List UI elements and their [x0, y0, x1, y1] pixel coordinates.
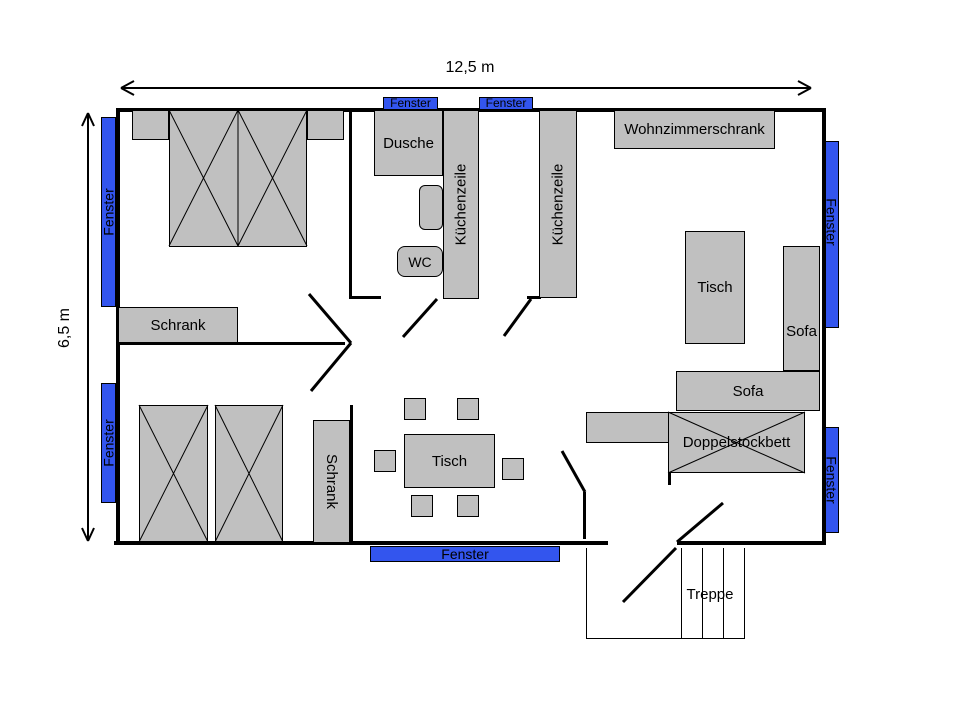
dining-table: Tisch [404, 434, 495, 488]
window-top-2: Fenster [479, 97, 533, 110]
wall-wardrobe-right [350, 405, 353, 543]
window-right-lower: Fenster [824, 427, 840, 533]
kitchen-unit-1: Küchenzeile [443, 110, 479, 299]
toilet: WC [397, 246, 443, 277]
dim-height-label: 6,5 m [56, 307, 74, 349]
living-room-cabinet: Wohnzimmerschrank [614, 110, 775, 149]
dim-width-label: 12,5 m [445, 59, 495, 76]
wall-bottom-right [677, 541, 826, 545]
bed-single-1 [139, 405, 208, 542]
sofa-vertical: Sofa [783, 246, 820, 371]
wardrobe-bottom: Schrank [313, 420, 350, 543]
window-right-upper: Fenster [824, 141, 840, 328]
stairs-label: Treppe [686, 586, 734, 603]
chair-6 [457, 495, 479, 517]
wall-right [822, 108, 826, 545]
wall-bottom-left [114, 541, 608, 545]
bunk-bed: Doppelstockbett [668, 412, 805, 473]
bed-double-nightstand-left [132, 110, 169, 140]
wall-kitchen-jamb [527, 296, 541, 299]
bed-double-nightstand-right [307, 110, 344, 140]
chair-4 [502, 458, 524, 480]
wardrobe-top: Schrank [118, 307, 238, 343]
stairs-step-line-3 [723, 548, 724, 639]
window-left-lower: Fenster [101, 383, 117, 503]
chair-5 [411, 495, 433, 517]
sofa-horizontal: Sofa [676, 371, 820, 411]
wall-bunkbed-stub [668, 473, 671, 485]
wall-bathroom-jamb [349, 296, 381, 299]
chair-2 [457, 398, 479, 420]
wall-bedroom-door [117, 342, 345, 345]
kitchen-unit-2: Küchenzeile [539, 110, 577, 298]
window-bottom: Fenster [370, 546, 560, 562]
bench [586, 412, 669, 443]
wall-bathroom-left [349, 110, 352, 299]
bed-double [169, 110, 307, 247]
wall-stairsroom-stub [583, 492, 586, 539]
chair-3 [374, 450, 396, 472]
stairs-step-line-1 [681, 548, 682, 639]
shower: Dusche [374, 110, 443, 176]
coffee-table: Tisch [685, 231, 745, 344]
sink [419, 185, 443, 230]
chair-1 [404, 398, 426, 420]
window-left-upper: Fenster [101, 117, 117, 307]
stairs [586, 548, 745, 639]
window-top-1: Fenster [383, 97, 438, 110]
bed-single-2 [215, 405, 283, 542]
stairs-step-line-2 [702, 548, 703, 639]
